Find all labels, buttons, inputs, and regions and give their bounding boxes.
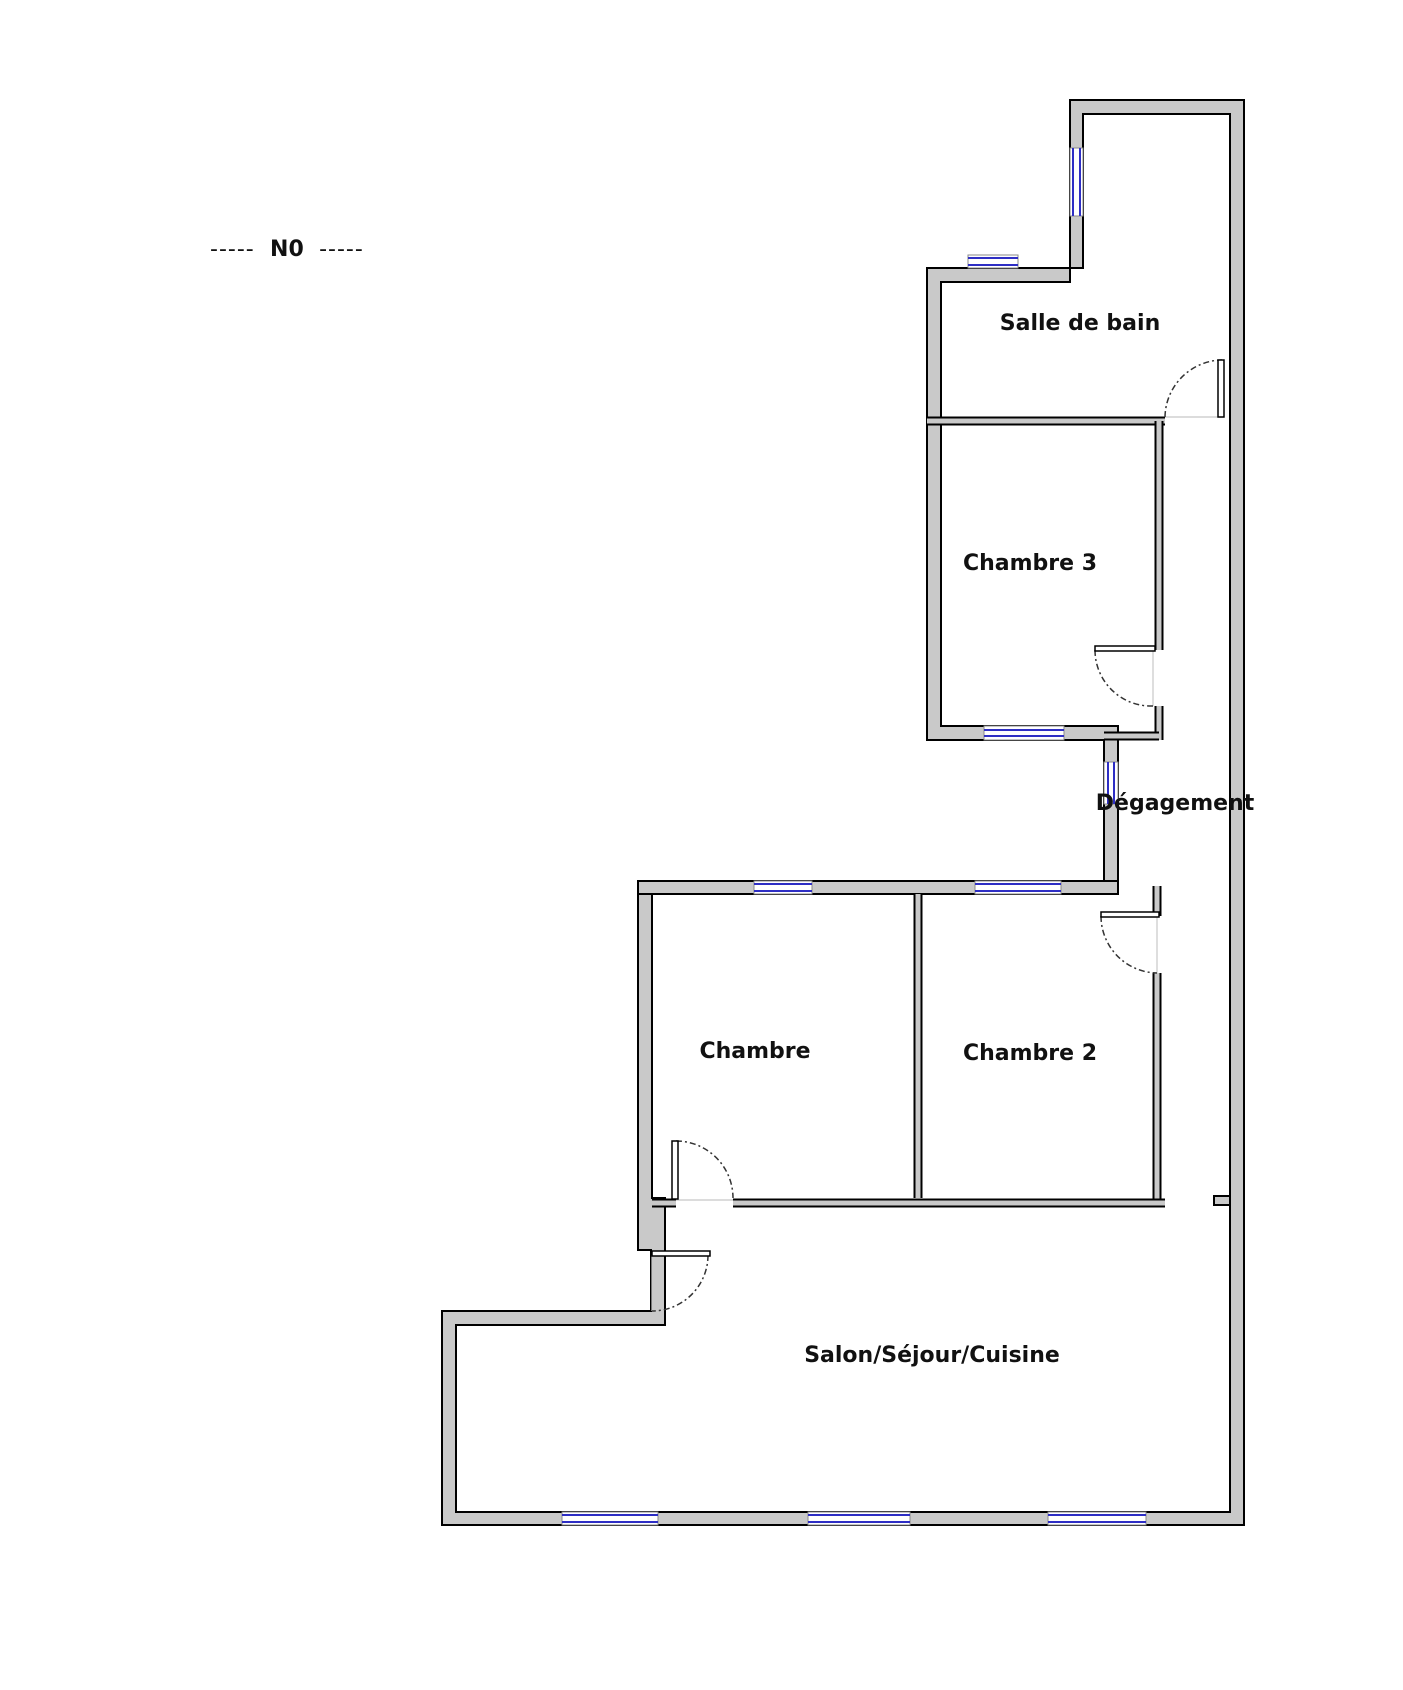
room-label-salon: Salon/Séjour/Cuisine bbox=[804, 1343, 1060, 1368]
window-salon-2 bbox=[807, 1511, 911, 1526]
window-chambre-3 bbox=[983, 725, 1065, 741]
windows bbox=[561, 147, 1147, 1526]
level-dash-right: ----- bbox=[319, 237, 364, 262]
window-salon-3 bbox=[1047, 1511, 1147, 1526]
door-chambre bbox=[671, 1140, 734, 1201]
level-dash-left: ----- bbox=[210, 237, 255, 262]
window-salon-1 bbox=[561, 1511, 659, 1526]
room-labels: Salle de bain Chambre 3 Dégagement Chamb… bbox=[699, 311, 1254, 1368]
room-label-salle-de-bain: Salle de bain bbox=[1000, 311, 1160, 336]
window-chambre bbox=[753, 880, 813, 895]
window-chambre-2 bbox=[974, 880, 1062, 895]
level-label: ----- N0 ----- bbox=[210, 237, 364, 262]
window-degagement bbox=[1103, 761, 1119, 805]
window-salle-de-bain-west bbox=[1069, 147, 1084, 217]
door-chambre-2 bbox=[1100, 911, 1160, 974]
room-label-degagement: Dégagement bbox=[1096, 791, 1255, 816]
interior-walls bbox=[652, 416, 1231, 1208]
level-name: N0 bbox=[270, 237, 304, 262]
room-label-chambre: Chambre bbox=[699, 1039, 810, 1064]
door-salle-de-bain bbox=[1164, 359, 1225, 418]
window-salle-de-bain-south bbox=[967, 254, 1019, 269]
door-chambre-3 bbox=[1094, 645, 1156, 707]
door-entrance bbox=[651, 1250, 711, 1312]
room-label-chambre-3: Chambre 3 bbox=[963, 551, 1097, 576]
room-label-chambre-2: Chambre 2 bbox=[963, 1041, 1097, 1066]
doors bbox=[651, 359, 1225, 1312]
